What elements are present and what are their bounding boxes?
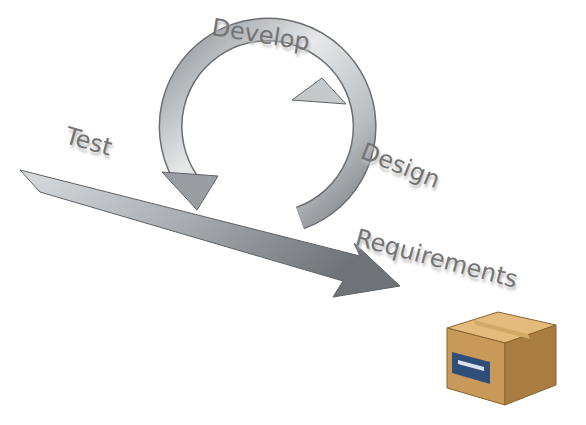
loop-arrowhead <box>292 78 346 104</box>
stage-label: Test <box>62 123 115 161</box>
stage-label: Design <box>357 138 444 194</box>
package-box <box>447 312 556 405</box>
loop-arrowhead <box>162 172 218 210</box>
